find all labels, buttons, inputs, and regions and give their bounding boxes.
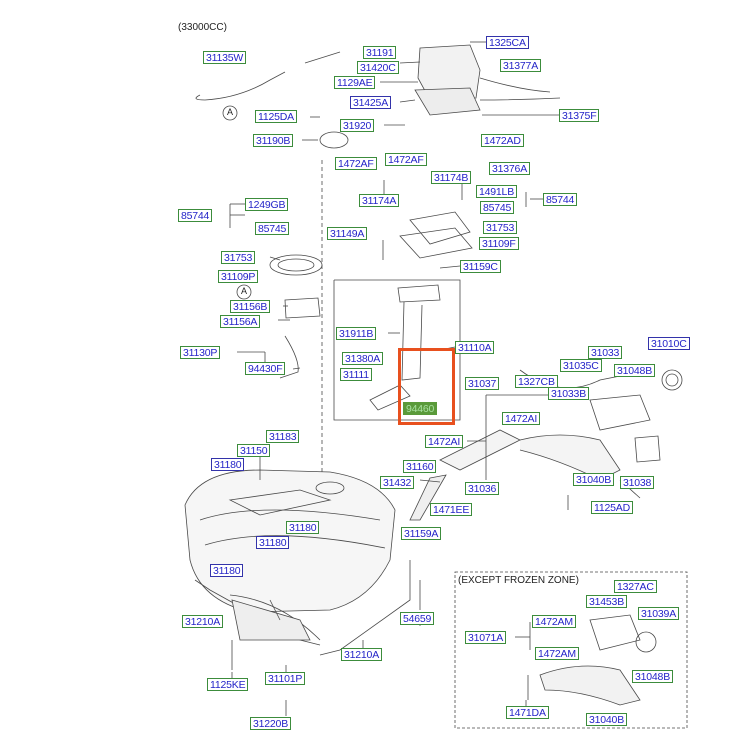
part-label[interactable]: 31376A: [489, 162, 531, 175]
part-label[interactable]: 31035C: [560, 359, 602, 372]
part-label[interactable]: 31220B: [250, 717, 292, 730]
assembly-code: (33000CC): [178, 22, 227, 33]
part-label[interactable]: 31033B: [548, 387, 590, 400]
part-label[interactable]: 31135W: [203, 51, 247, 64]
part-label[interactable]: 31109P: [218, 270, 259, 283]
part-label[interactable]: 31210A: [182, 615, 224, 628]
part-label[interactable]: 31920: [340, 119, 375, 132]
part-label[interactable]: 31101P: [265, 672, 306, 685]
part-label[interactable]: 31753: [221, 251, 256, 264]
part-label[interactable]: 1472AM: [532, 615, 576, 628]
part-label[interactable]: 85744: [178, 209, 213, 222]
part-label[interactable]: 31150: [237, 444, 271, 457]
part-label[interactable]: 31156B: [230, 300, 271, 313]
part-label[interactable]: 1125AD: [591, 501, 633, 514]
highlighted-part-label[interactable]: 94460: [403, 402, 438, 415]
callout-a: A: [227, 107, 234, 117]
part-label[interactable]: 94430F: [245, 362, 286, 375]
part-label[interactable]: 1491LB: [476, 185, 518, 198]
part-label[interactable]: 31380A: [342, 352, 384, 365]
part-label[interactable]: 1472AF: [385, 153, 427, 166]
part-label[interactable]: 31156A: [220, 315, 261, 328]
part-label[interactable]: 31377A: [500, 59, 542, 72]
part-label[interactable]: 1472AI: [502, 412, 541, 425]
part-label[interactable]: 85745: [255, 222, 290, 235]
part-label[interactable]: 31048B: [614, 364, 656, 377]
inset-title: (EXCEPT FROZEN ZONE): [458, 575, 579, 586]
part-label[interactable]: 1472AI: [425, 435, 464, 448]
part-label[interactable]: 31174A: [359, 194, 400, 207]
part-label[interactable]: 1327CB: [515, 375, 558, 388]
part-label[interactable]: 1472AD: [481, 134, 524, 147]
part-label[interactable]: 31425A: [350, 96, 392, 109]
part-label[interactable]: 1125KE: [207, 678, 249, 691]
part-label[interactable]: 31033: [588, 346, 623, 359]
part-label[interactable]: 31159C: [460, 260, 501, 273]
part-label[interactable]: 31180: [210, 564, 244, 577]
part-label[interactable]: 31039A: [638, 607, 680, 620]
part-label[interactable]: 31420C: [357, 61, 399, 74]
part-label[interactable]: 31130P: [180, 346, 221, 359]
part-label[interactable]: 1471DA: [506, 706, 549, 719]
part-label[interactable]: 31180: [256, 536, 290, 549]
part-label[interactable]: 31071A: [465, 631, 507, 644]
part-label[interactable]: 1472AF: [335, 157, 377, 170]
part-label[interactable]: 31149A: [327, 227, 368, 240]
part-label[interactable]: 31210A: [341, 648, 383, 661]
part-label[interactable]: 31180: [286, 521, 320, 534]
part-label[interactable]: 1125DA: [255, 110, 297, 123]
part-label[interactable]: 31160: [403, 460, 437, 473]
part-label[interactable]: 31911B: [336, 327, 377, 340]
part-label[interactable]: 31110A: [455, 341, 495, 354]
part-label[interactable]: 31180: [211, 458, 245, 471]
callout-a: A: [241, 286, 248, 296]
part-label[interactable]: 31036: [465, 482, 500, 495]
part-label[interactable]: 1327AC: [614, 580, 657, 593]
part-label[interactable]: 31038: [620, 476, 655, 489]
part-label[interactable]: 31109F: [479, 237, 519, 250]
part-label[interactable]: 85745: [480, 201, 515, 214]
highlight-box: [398, 348, 455, 425]
part-label[interactable]: 31010C: [648, 337, 690, 350]
part-label[interactable]: 1129AE: [334, 76, 376, 89]
part-label[interactable]: 31375F: [559, 109, 600, 122]
part-label[interactable]: 1249GB: [245, 198, 289, 211]
part-label[interactable]: 31040B: [573, 473, 615, 486]
part-label[interactable]: 54659: [400, 612, 435, 625]
part-label[interactable]: 1471EE: [430, 503, 473, 516]
part-label[interactable]: 31040B: [586, 713, 628, 726]
part-label[interactable]: 31159A: [401, 527, 442, 540]
part-label[interactable]: 31037: [465, 377, 500, 390]
part-label[interactable]: 1325CA: [486, 36, 529, 49]
part-label[interactable]: 31048B: [632, 670, 674, 683]
part-label[interactable]: 31190B: [253, 134, 294, 147]
part-label[interactable]: 31111: [340, 368, 372, 381]
part-label[interactable]: 85744: [543, 193, 578, 206]
part-label[interactable]: 31432: [380, 476, 415, 489]
part-label[interactable]: 31453B: [586, 595, 628, 608]
part-label[interactable]: 1472AM: [535, 647, 579, 660]
part-label[interactable]: 31183: [266, 430, 300, 443]
part-label[interactable]: 31174B: [431, 171, 472, 184]
part-label[interactable]: 31753: [483, 221, 518, 234]
part-label[interactable]: 31191: [363, 46, 397, 59]
